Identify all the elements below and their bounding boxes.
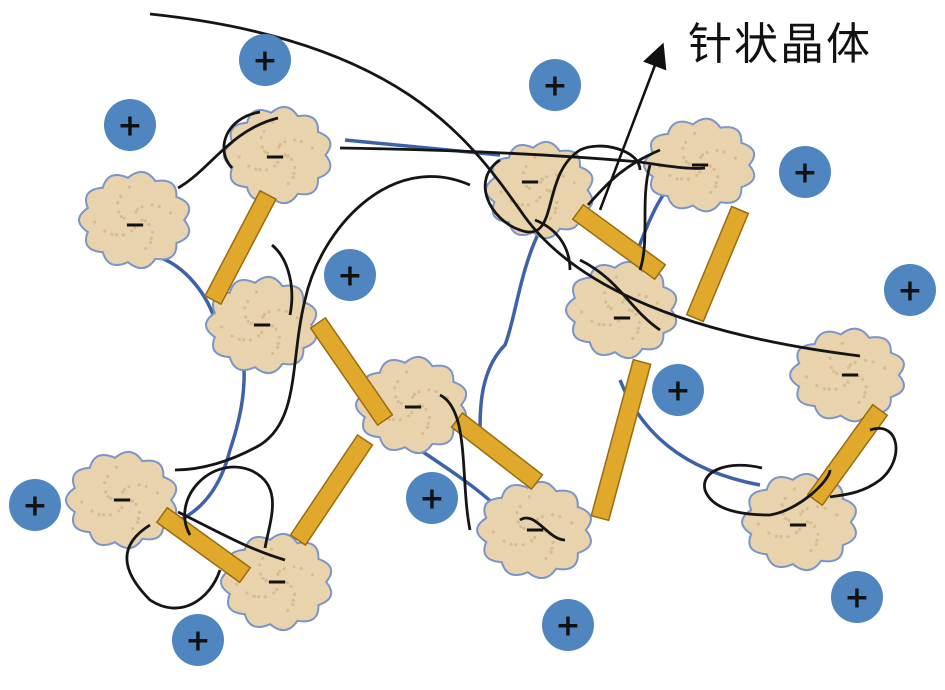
positive-ion-layer: + + + + + + + + + + + + (9, 34, 936, 666)
polymer-chain-black (339, 146, 706, 170)
negative-charge: − (611, 303, 633, 333)
positive-charge: + (555, 609, 580, 644)
polymer-chain-black (183, 465, 274, 549)
polymer-chain-black (177, 116, 279, 190)
positive-charge: + (844, 581, 869, 616)
particle: − (565, 260, 678, 360)
positive-ion: + (406, 472, 458, 524)
negative-charge: − (689, 150, 711, 180)
negative-charge: − (124, 210, 146, 240)
polymer-chain-blue (179, 339, 246, 522)
needle-crystal (309, 316, 394, 427)
positive-ion: + (529, 59, 581, 111)
polymer-chain-black (586, 148, 661, 206)
needle-crystal (204, 189, 277, 306)
positive-ion: + (542, 599, 594, 651)
negative-charge: − (839, 360, 861, 390)
positive-charge: + (252, 44, 277, 79)
negative-charge: − (266, 567, 288, 597)
positive-charge: + (117, 109, 142, 144)
positive-charge: + (337, 259, 362, 294)
needle-crystal-label: 针状晶体 (688, 19, 872, 70)
positive-charge: + (185, 624, 210, 659)
needle-crystal (289, 433, 374, 547)
needle-crystal (685, 205, 750, 323)
positive-charge: + (22, 489, 47, 524)
polymer-chain-black (125, 523, 222, 610)
polymer-chain-black (579, 258, 661, 332)
negative-charge: − (251, 310, 273, 340)
particle: − (205, 275, 318, 375)
negative-charge: − (111, 485, 133, 515)
negative-charge: − (787, 510, 809, 540)
polymer-chain-black (483, 144, 642, 234)
polymer-chain-black (519, 516, 566, 542)
particle: − (476, 480, 592, 580)
particle: − (741, 472, 857, 572)
positive-ion: + (779, 146, 831, 198)
positive-charge: + (542, 69, 567, 104)
positive-ion: + (9, 479, 61, 531)
positive-ion: + (652, 364, 704, 416)
polymer-chain-black (703, 463, 832, 517)
particle: − (789, 327, 905, 423)
polymer-chain-black (222, 110, 261, 169)
needle-crystal (155, 506, 252, 584)
particle: − (355, 355, 468, 455)
positive-ion: + (104, 99, 156, 151)
positive-charge: + (665, 374, 690, 409)
polymer-chain-black (271, 243, 294, 316)
polymer-chain-black (829, 427, 898, 499)
annotation-arrow (598, 42, 667, 211)
negative-charge: − (402, 392, 424, 422)
needle-crystal (806, 403, 889, 507)
polymer-chain-black (149, 12, 861, 358)
negative-charge: − (524, 515, 546, 545)
polymer-chain-top-layer (125, 12, 898, 610)
positive-ion: + (884, 264, 936, 316)
negative-charge: − (264, 142, 286, 172)
needle-crystal (590, 358, 652, 522)
particle: − (643, 117, 756, 213)
particle: − (65, 450, 178, 550)
negative-charge: − (519, 167, 541, 197)
polymer-chain-black (638, 164, 652, 271)
polymer-chain-blue (478, 229, 542, 431)
positive-ion: + (239, 34, 291, 86)
positive-charge: + (897, 274, 922, 309)
positive-charge: + (792, 156, 817, 191)
polymer-chain-black (177, 510, 286, 562)
positive-ion: + (831, 571, 883, 623)
positive-ion: + (324, 249, 376, 301)
particle: − (222, 105, 332, 205)
particle: − (220, 532, 333, 632)
polymer-chain-black (174, 175, 471, 472)
positive-ion: + (172, 614, 224, 666)
particle: − (78, 170, 191, 270)
positive-charge: + (419, 482, 444, 517)
polymer-chain-black (439, 393, 472, 531)
polymer-chain-black (534, 218, 572, 271)
